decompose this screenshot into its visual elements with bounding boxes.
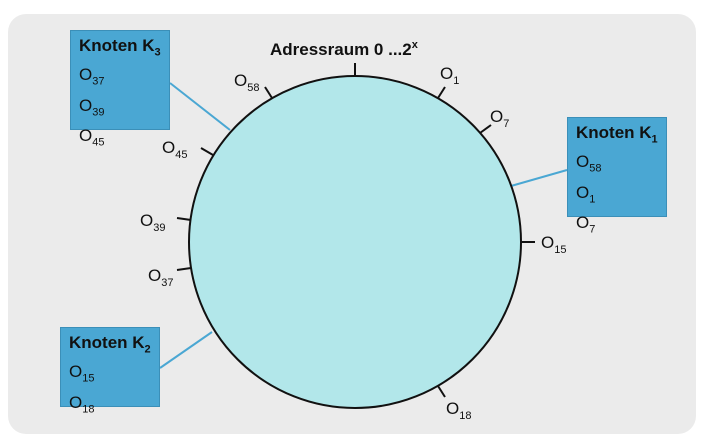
node-k1-object: O58 bbox=[576, 152, 602, 175]
connector-k3 bbox=[169, 82, 231, 131]
ring-label-o39: O39 bbox=[140, 211, 165, 234]
ring-label-o7: O7 bbox=[490, 107, 509, 130]
node-k2-object: O15 bbox=[69, 362, 95, 385]
tick-o58 bbox=[264, 86, 273, 99]
ring-label-o1: O1 bbox=[440, 64, 459, 87]
node-k3-object: O45 bbox=[79, 126, 105, 149]
tick-o18 bbox=[437, 385, 446, 398]
node-k3-box: Knoten K3 O37 O39 O45 bbox=[70, 30, 170, 149]
address-ring bbox=[188, 75, 522, 409]
ring-label-o37: O37 bbox=[148, 266, 173, 289]
ring-label-o15: O15 bbox=[541, 233, 566, 256]
node-k3-object: O39 bbox=[79, 95, 105, 119]
node-k3-title: Knoten K3 bbox=[79, 36, 161, 59]
ring-label-o45: O45 bbox=[162, 138, 187, 161]
node-k1-title: Knoten K1 bbox=[576, 123, 658, 146]
node-k2-title: Knoten K2 bbox=[69, 333, 151, 356]
tick-o1 bbox=[437, 86, 446, 99]
tick-o39 bbox=[176, 217, 192, 221]
node-k2-box: Knoten K2 O15 O18 bbox=[60, 327, 160, 415]
tick-o37 bbox=[176, 267, 192, 271]
ring-label-o58: O58 bbox=[234, 71, 259, 94]
tick-o45 bbox=[200, 147, 214, 156]
ring-label-o18: O18 bbox=[446, 399, 471, 422]
tick-o7 bbox=[479, 124, 492, 134]
connector-k2 bbox=[159, 331, 213, 369]
node-k3-object: O37 bbox=[79, 65, 105, 88]
node-k1-box: Knoten K1 O58 O1 O7 bbox=[567, 117, 667, 236]
node-k2-object: O18 bbox=[69, 392, 95, 416]
address-space-title: Adressraum 0 ...2x bbox=[270, 39, 419, 59]
node-k1-object: O1 bbox=[576, 182, 596, 206]
node-k1-object: O7 bbox=[576, 213, 596, 236]
connector-k1 bbox=[510, 169, 568, 187]
